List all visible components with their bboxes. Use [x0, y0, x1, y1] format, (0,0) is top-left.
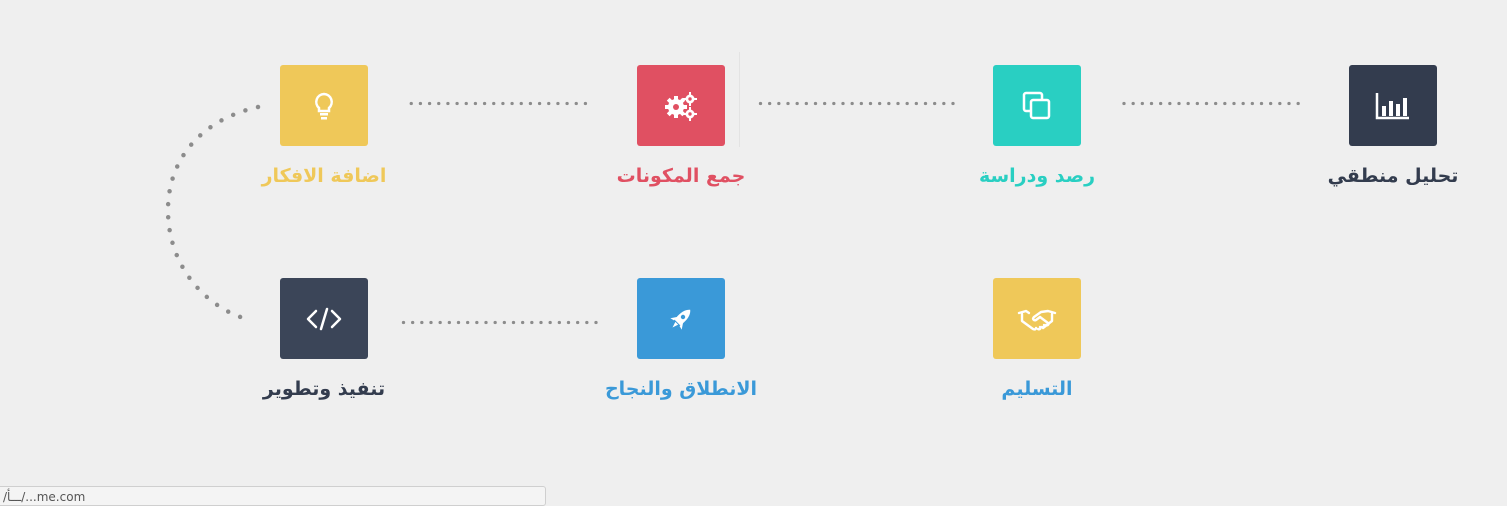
step-logical-analysis[interactable]: [1349, 65, 1437, 146]
step-label-monitoring-study: رصد ودراسة: [978, 165, 1096, 187]
copy-icon: [1022, 91, 1051, 119]
code-icon: [306, 307, 342, 330]
connector-3: [409, 101, 596, 106]
divider-line: [739, 52, 740, 147]
step-launch-success[interactable]: [637, 278, 725, 359]
status-bar-text: /ـــأ/...me.com: [3, 490, 86, 504]
step-add-ideas[interactable]: [280, 65, 368, 146]
step-delivery[interactable]: [993, 278, 1081, 359]
step-label-logical-analysis: تحليل منطقي: [1327, 165, 1459, 187]
step-label-gather-components: جمع المكونات: [616, 165, 746, 187]
step-implement-develop[interactable]: [280, 278, 368, 359]
step-monitoring-study[interactable]: [993, 65, 1081, 146]
handshake-icon: [1017, 309, 1057, 331]
step-label-launch-success: الانطلاق والنجاح: [604, 378, 758, 400]
step-gather-components[interactable]: [637, 65, 725, 146]
rocket-icon: [670, 309, 691, 330]
step-label-implement-develop: تنفيذ وتطوير: [262, 378, 386, 400]
bar-chart-icon: [1375, 92, 1409, 119]
connector-curve: [165, 104, 261, 323]
gears-icon: [665, 91, 697, 121]
lightbulb-icon: [315, 92, 333, 119]
status-bar: /ـــأ/...me.com: [0, 486, 546, 506]
connector-1: [1122, 101, 1307, 106]
step-label-add-ideas: اضافة الافكار: [261, 165, 387, 187]
connector-2: [758, 101, 958, 106]
connector-5: [401, 320, 601, 325]
step-label-delivery: التسليم: [1001, 378, 1073, 400]
